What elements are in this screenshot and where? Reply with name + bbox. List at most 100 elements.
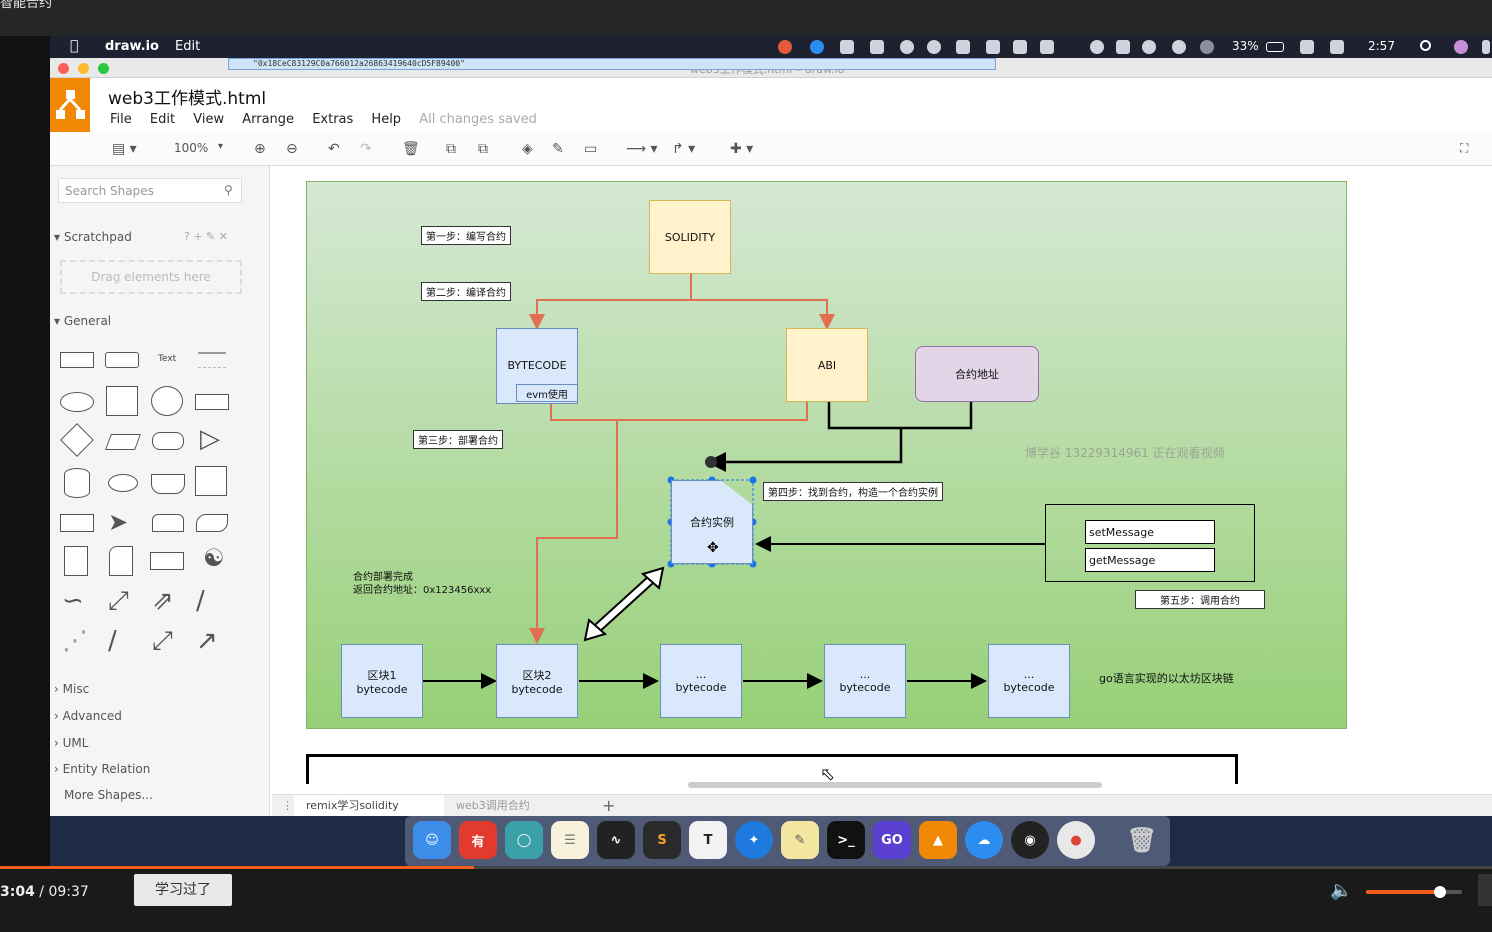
step-4-label[interactable]: 第四步：找到合约，构造一个合约实例 bbox=[763, 482, 943, 501]
note-shape[interactable] bbox=[64, 546, 88, 576]
sidebar-section-advanced[interactable]: › Advanced bbox=[54, 709, 122, 723]
deploy-done-note[interactable]: 合约部署完成 bbox=[353, 572, 413, 583]
file-name[interactable]: web3工作模式.html bbox=[108, 89, 267, 109]
dashboard-status-icon[interactable] bbox=[900, 40, 914, 54]
safari-dock-icon[interactable]: ✦ bbox=[735, 821, 773, 859]
undo-icon[interactable]: ↶ bbox=[328, 141, 340, 157]
siri-icon[interactable] bbox=[1454, 40, 1468, 54]
dashed-line-shape[interactable]: ⋰ bbox=[62, 626, 88, 656]
learned-button[interactable]: 学习过了 bbox=[134, 874, 232, 906]
step-3-label[interactable]: 第三步：部署合约 bbox=[413, 430, 503, 449]
menu-arrange[interactable]: Arrange bbox=[242, 112, 295, 127]
diamond-shape[interactable] bbox=[60, 423, 94, 457]
circle-shape[interactable] bbox=[151, 386, 183, 416]
search-icon[interactable]: ⚲ bbox=[224, 183, 233, 197]
directional-connector-shape[interactable]: ↗ bbox=[196, 626, 218, 656]
cloud-shape[interactable] bbox=[108, 474, 138, 492]
notification-center-icon[interactable] bbox=[1482, 40, 1490, 54]
horizontal-scrollbar[interactable] bbox=[688, 782, 1102, 788]
heading-shape[interactable] bbox=[198, 352, 226, 368]
p-status-icon[interactable] bbox=[927, 40, 941, 54]
finder-dock-icon[interactable]: ☺ bbox=[413, 821, 451, 859]
volume-knob[interactable] bbox=[1433, 886, 1446, 898]
bidirectional-connector-shape[interactable]: ⤢ bbox=[152, 626, 173, 656]
deploy-connector[interactable] bbox=[529, 420, 618, 644]
chain-label[interactable]: go语言实现的以太坊区块链 bbox=[1099, 672, 1234, 685]
cylinder-shape[interactable] bbox=[64, 468, 90, 498]
drawio-dock-icon[interactable]: ▲ bbox=[919, 821, 957, 859]
obs-dock-icon[interactable]: ◉ bbox=[1011, 821, 1049, 859]
zoom-in-icon[interactable]: ⊕ bbox=[254, 141, 266, 157]
scratchpad-dropzone[interactable]: Drag elements here bbox=[60, 260, 242, 294]
send-status-icon[interactable] bbox=[1040, 40, 1054, 54]
arrow-shape[interactable]: ⇗ bbox=[152, 586, 174, 616]
menubar-app-name[interactable]: draw.io bbox=[105, 39, 159, 54]
diagram-background[interactable]: SOLIDITY BYTECODE evm使用 ABI 合约地址 合约实例 ✥ … bbox=[306, 181, 1347, 729]
resize-handle[interactable] bbox=[749, 476, 757, 484]
instance-connector[interactable] bbox=[706, 428, 903, 472]
step-1-label[interactable]: 第一步：编写合约 bbox=[421, 226, 511, 245]
cloud-status-icon[interactable] bbox=[810, 40, 824, 54]
menu-extras[interactable]: Extras bbox=[312, 112, 354, 127]
preview-dock-icon[interactable]: ◯ bbox=[505, 821, 543, 859]
interaction-arrow[interactable] bbox=[588, 571, 660, 637]
zoom-window-icon[interactable] bbox=[98, 63, 109, 74]
step-2-label[interactable]: 第二步：编译合约 bbox=[421, 282, 511, 301]
step-5-label[interactable]: 第五步：调用合约 bbox=[1135, 590, 1265, 609]
block-3[interactable]: ...bytecode bbox=[660, 644, 742, 718]
triangle-shape[interactable]: ▷ bbox=[200, 424, 220, 454]
obs-status-icon[interactable] bbox=[778, 40, 792, 54]
timemachine-icon[interactable] bbox=[1142, 40, 1156, 54]
double-line-shape[interactable]: ∕ bbox=[196, 586, 205, 616]
shadow-icon[interactable]: ▭ bbox=[584, 141, 598, 157]
line-color-icon[interactable]: ✎ bbox=[552, 141, 564, 157]
input-method-icon[interactable] bbox=[1116, 40, 1130, 54]
menu-file[interactable]: File bbox=[110, 112, 132, 127]
format-panel-icon[interactable]: ▤ ▾ bbox=[112, 141, 137, 157]
window-status-icon[interactable] bbox=[986, 40, 1000, 54]
goland-dock-icon[interactable]: GO bbox=[873, 821, 911, 859]
square-shape[interactable] bbox=[106, 386, 138, 416]
keyboard-status-icon[interactable] bbox=[1013, 40, 1027, 54]
search-icon[interactable] bbox=[1420, 40, 1431, 51]
internal-storage-shape[interactable] bbox=[195, 466, 227, 496]
youdao-dock-icon[interactable]: 有 bbox=[459, 821, 497, 859]
solidity-box[interactable]: SOLIDITY bbox=[649, 200, 731, 274]
menu-view[interactable]: View bbox=[193, 112, 225, 127]
hexagon-shape[interactable] bbox=[152, 432, 184, 450]
general-header[interactable]: ▾ General bbox=[54, 314, 112, 328]
tab-web3-call-contract[interactable]: web3调用合约 bbox=[456, 799, 530, 812]
sidebar-section-misc[interactable]: › Misc bbox=[54, 682, 90, 696]
parallelogram-shape[interactable] bbox=[105, 434, 141, 450]
scratchpad-header[interactable]: ▾ Scratchpad bbox=[54, 230, 132, 244]
deploy-connector-top[interactable] bbox=[550, 402, 808, 421]
to-front-icon[interactable]: ⧉ bbox=[446, 141, 456, 157]
process-shape[interactable] bbox=[195, 394, 229, 410]
rectangle-shape[interactable] bbox=[60, 352, 94, 368]
code-status-icon[interactable] bbox=[1300, 40, 1314, 54]
volume-icon[interactable]: 🔈 bbox=[1330, 880, 1353, 901]
cube-shape[interactable] bbox=[60, 514, 94, 532]
chrome-dock-icon[interactable]: ● bbox=[1057, 821, 1095, 859]
minimize-window-icon[interactable] bbox=[78, 63, 89, 74]
side-menu-button[interactable] bbox=[1478, 874, 1492, 906]
trash-dock-icon[interactable]: 🗑 bbox=[1126, 826, 1158, 854]
notes-dock-icon[interactable]: ☰ bbox=[551, 821, 589, 859]
search-shapes-input[interactable]: Search Shapes bbox=[58, 178, 242, 203]
callout-shape[interactable] bbox=[150, 552, 184, 570]
diagram-canvas[interactable]: SOLIDITY BYTECODE evm使用 ABI 合约地址 合约实例 ✥ … bbox=[272, 166, 1492, 794]
menu-edit[interactable]: Edit bbox=[149, 112, 176, 127]
scratchpad-actions-icon[interactable]: ? + ✎ ✕ bbox=[184, 230, 228, 243]
text-shape[interactable]: Text bbox=[158, 354, 177, 364]
menu-help[interactable]: Help bbox=[371, 112, 402, 127]
upload-status-icon[interactable] bbox=[840, 40, 854, 54]
pages-menu-icon[interactable]: ⋮ bbox=[282, 799, 293, 812]
card-shape[interactable] bbox=[109, 546, 133, 576]
curve-shape[interactable]: ∽ bbox=[62, 586, 84, 616]
delete-icon[interactable]: 🗑 bbox=[402, 141, 420, 157]
abi-box[interactable]: ABI bbox=[786, 328, 868, 402]
get-message-method[interactable]: getMessage bbox=[1085, 548, 1215, 572]
compile-connector-left[interactable] bbox=[529, 274, 692, 330]
